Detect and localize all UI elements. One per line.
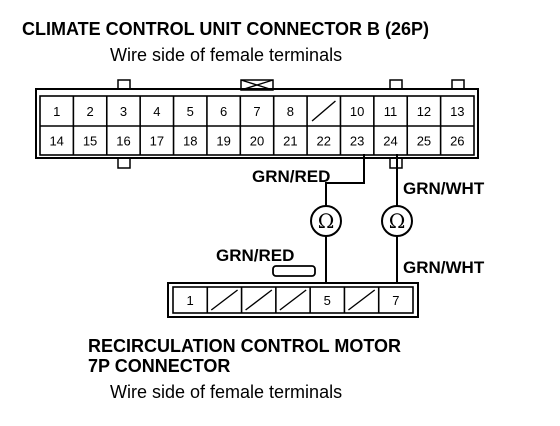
- bottom-connector: [167, 265, 419, 318]
- pin-label: 26: [450, 134, 464, 149]
- connector-latch: [272, 265, 316, 277]
- ohmmeter-right: Ω: [381, 205, 413, 237]
- ohmmeter-icon: [310, 205, 342, 237]
- pin-label: 21: [283, 134, 297, 149]
- connector-tab: [117, 79, 131, 90]
- pin-label: 20: [250, 134, 264, 149]
- wire-label-grn-wht-bottom: GRN/WHT: [403, 258, 485, 277]
- pin-label: 18: [183, 134, 197, 149]
- wire-label-grn-wht-top: GRN/WHT: [403, 179, 485, 198]
- top-connector: [35, 79, 479, 169]
- pin-label: 7: [392, 293, 399, 308]
- pin-label: 1: [187, 293, 194, 308]
- top-connector-subtitle: Wire side of female terminals: [110, 45, 342, 65]
- connector-tab: [451, 79, 465, 90]
- top-connector-housing: [35, 88, 479, 159]
- wire-label-grn-red-top: GRN/RED: [252, 167, 330, 186]
- ohmmeter-left: Ω: [310, 205, 342, 237]
- connector-tab: [117, 157, 131, 169]
- pin-label: 22: [317, 134, 331, 149]
- wire-label-grn-red-bottom: GRN/RED: [216, 246, 294, 265]
- pin-label: 25: [417, 134, 431, 149]
- bottom-connector-housing: [167, 282, 419, 318]
- empty-cavity: [311, 100, 336, 122]
- pin-label: 11: [384, 104, 398, 119]
- pin-label: 2: [86, 104, 93, 119]
- empty-cavity: [245, 289, 273, 311]
- pin-label: 16: [116, 134, 130, 149]
- pin-label: 13: [450, 104, 464, 119]
- pin-label: 24: [383, 134, 397, 149]
- bottom-connector-subtitle: Wire side of female terminals: [110, 382, 342, 402]
- empty-cavity: [210, 289, 238, 311]
- pin-label: 3: [120, 104, 127, 119]
- bottom-connector-title-line2: 7P CONNECTOR: [88, 356, 230, 376]
- ohm-symbol: Ω: [389, 209, 406, 233]
- bottom-connector-grid: [172, 286, 414, 314]
- wire-lines: [325, 154, 398, 283]
- connector-latch: [240, 79, 274, 91]
- pin-label: 4: [153, 104, 160, 119]
- pin-label: 5: [324, 293, 331, 308]
- pin-label: 1: [53, 104, 60, 119]
- pin-label: 6: [220, 104, 227, 119]
- bottom-connector-title-line1: RECIRCULATION CONTROL MOTOR: [88, 336, 401, 356]
- pin-label: 15: [83, 134, 97, 149]
- pin-label: 12: [417, 104, 431, 119]
- pin-label: 14: [49, 134, 63, 149]
- pin-label: 10: [350, 104, 364, 119]
- pin-label: 17: [150, 134, 164, 149]
- top-connector-title: CLIMATE CONTROL UNIT CONNECTOR B (26P): [22, 19, 429, 39]
- pin-label: 8: [287, 104, 294, 119]
- pin-label: 5: [187, 104, 194, 119]
- pin-label: 23: [350, 134, 364, 149]
- empty-cavity: [348, 289, 376, 311]
- pin-label: 7: [253, 104, 260, 119]
- ohmmeter-icon: [381, 205, 413, 237]
- connector-tab: [389, 79, 403, 90]
- pin-label: 19: [216, 134, 230, 149]
- ohm-symbol: Ω: [318, 209, 335, 233]
- bottom-connector-cells: 1 5 7: [187, 287, 399, 313]
- wire-grn-red-top: [325, 154, 365, 206]
- empty-cavity: [279, 289, 307, 311]
